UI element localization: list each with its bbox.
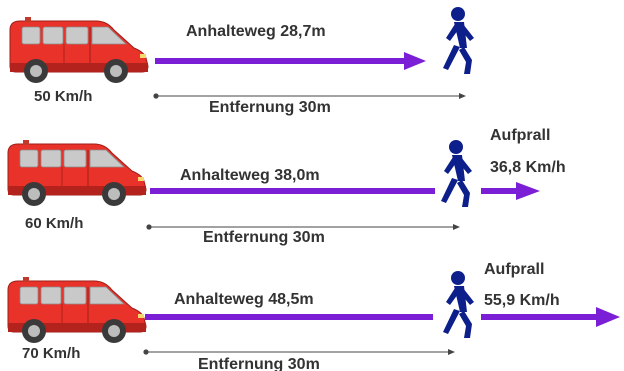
stopping-distance-label: Anhalteweg 48,5m [174,291,314,308]
impact-arrow-head [516,182,540,200]
van-icon [9,16,149,84]
impact-arrow-head [596,307,620,327]
stopping-distance-bar [150,188,435,194]
distance-label: Entfernung 30m [198,356,320,371]
pedestrian-icon [441,140,472,207]
speed-label: 50 Km/h [34,88,92,105]
distance-arrowhead [448,349,455,355]
speed-label: 70 Km/h [22,345,80,362]
impact-arrow [481,314,599,320]
impact-label: Aufprall [484,261,544,278]
distance-label: Entfernung 30m [203,229,325,246]
distance-arrowhead [453,224,460,230]
speed-label: 60 Km/h [25,215,83,232]
scenario-1: 50 Km/h Anhalteweg 28,7m Entfernung 30m [9,7,474,116]
stopping-distance-arrow [155,58,407,64]
distance-label: Entfernung 30m [209,99,331,116]
arrow-head [404,52,426,70]
stopping-distance-bar [145,314,433,320]
impact-label: Aufprall [490,127,550,144]
distance-arrowhead [459,93,466,99]
van-icon [7,276,147,344]
pedestrian-icon [443,7,474,74]
stopping-distance-label: Anhalteweg 28,7m [186,23,326,40]
impact-speed-label: 36,8 Km/h [490,159,566,176]
scenario-3: 70 Km/h Anhalteweg 48,5m Entfernung 30m … [7,261,620,371]
impact-arrow [481,188,519,194]
stopping-distance-label: Anhalteweg 38,0m [180,167,320,184]
scenario-2: 60 Km/h Anhalteweg 38,0m Entfernung 30m … [7,127,566,246]
pedestrian-icon [443,271,474,338]
impact-speed-label: 55,9 Km/h [484,292,560,309]
van-icon [7,139,147,207]
